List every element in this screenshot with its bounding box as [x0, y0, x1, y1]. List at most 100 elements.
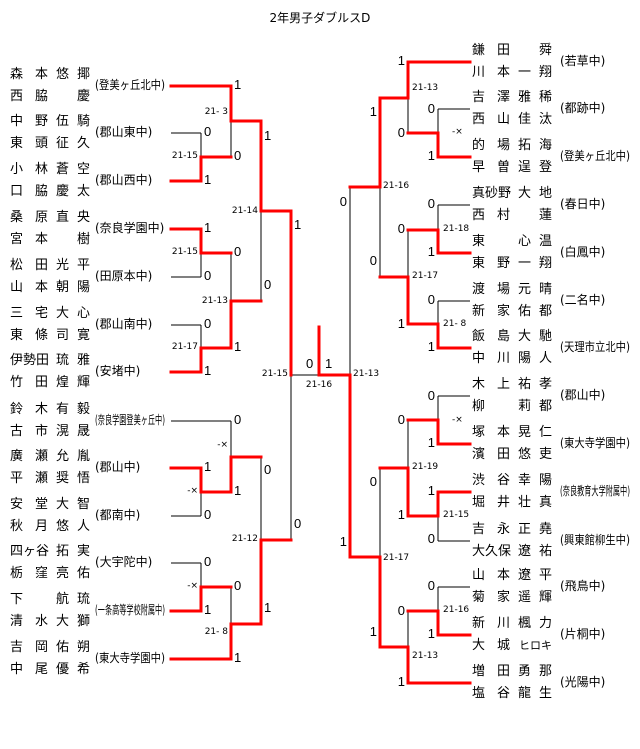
player-name: 山本遼平: [472, 565, 552, 587]
school-name: (郡山南中): [95, 317, 153, 331]
given-name: 拓海: [518, 138, 552, 153]
given-name: 有毅: [56, 402, 90, 417]
player-name: 大久保遼祐: [472, 541, 552, 563]
player-name: 真砂野大地: [472, 183, 552, 205]
player-name: 宮本 樹: [10, 229, 90, 251]
given-name: ヒロキ: [519, 639, 552, 652]
given-name: 朝陽: [56, 280, 90, 295]
match-point: 1: [397, 53, 405, 68]
match-point: 0: [427, 388, 435, 403]
given-name: 悠人: [56, 519, 90, 534]
school-name: (二名中): [560, 293, 606, 307]
player-name: 大城ヒロキ: [472, 635, 552, 657]
match-score: 21- 8: [443, 319, 467, 329]
family-name: 鈴木: [10, 402, 48, 417]
player-name: 塚本晃仁: [472, 422, 552, 444]
player-name: 吉永正堯: [472, 519, 552, 541]
team-entry: 森本悠揶西脇慶: [10, 64, 90, 108]
given-name: 大智: [56, 497, 90, 512]
given-name: 優希: [56, 662, 90, 677]
school-name: (興東館柳生中): [560, 533, 630, 547]
given-name: 蓮: [538, 208, 552, 223]
team-entry: 山本遼平菊家遥輝: [472, 565, 552, 609]
family-name: 西山: [472, 112, 510, 127]
player-name: 菊家遥輝: [472, 587, 552, 609]
given-name: 祐孝: [518, 377, 552, 392]
match-score: 21-15: [171, 247, 198, 257]
given-name: 雅稀: [518, 90, 552, 105]
school-name: (一条高等学校附属中): [95, 603, 165, 617]
match-point: 1: [397, 507, 405, 522]
given-name: 幸陽: [518, 473, 552, 488]
match-point: 1: [204, 602, 212, 617]
player-name: 柳莉都: [472, 396, 552, 418]
player-name: 小林蒼空: [10, 159, 90, 181]
school-name: (光陽中): [560, 675, 606, 689]
school-name: (都跡中): [560, 101, 606, 115]
given-name: 奨悟: [56, 471, 90, 486]
family-name: 大久保: [472, 544, 512, 559]
team-entry: 吉岡佑朔中尾優希: [10, 637, 90, 681]
match-point: 0: [234, 148, 242, 163]
family-name: 飯島: [472, 329, 510, 344]
match-point: 1: [369, 104, 377, 119]
match-point: 0: [427, 196, 435, 211]
match-point: 0: [369, 253, 377, 268]
match-score: 21-18: [443, 224, 470, 234]
player-name: 濱田悠吏: [472, 444, 552, 466]
given-name: 陽人: [518, 351, 552, 366]
match-point: 0: [397, 412, 405, 427]
family-name: 的場: [472, 138, 510, 153]
family-name: 古市: [10, 424, 48, 439]
team-entry: 吉澤雅稀西山佳汰: [472, 87, 552, 131]
family-name: 山本: [10, 280, 48, 295]
team-entry: 塚本晃仁濱田悠吏: [472, 422, 552, 466]
school-name: (安堵中): [95, 364, 141, 378]
player-name: 四ヶ谷拓実: [10, 541, 90, 563]
team-entry: 下航琉清水大獅: [10, 589, 90, 633]
match-score: -×: [452, 127, 463, 137]
given-name: 逞登: [518, 160, 552, 175]
family-name: 口脇: [10, 184, 48, 199]
match-point: 0: [427, 578, 435, 593]
family-name: 堀井: [472, 495, 510, 510]
school-name: (奈良学園登美ヶ丘中): [95, 413, 165, 427]
match-score: -×: [187, 581, 198, 591]
given-name: 舜: [538, 43, 552, 58]
match-point: 1: [234, 483, 242, 498]
match-point: 1: [427, 435, 435, 450]
match-point: 1: [294, 217, 302, 232]
player-name: 吉岡佑朔: [10, 637, 90, 659]
family-name: 廣瀬: [10, 449, 48, 464]
team-entry: 安堂大智秋月悠人: [10, 494, 90, 538]
given-name: 直央: [56, 210, 90, 225]
team-entry: 木上祐孝柳莉都: [472, 374, 552, 418]
family-name: 中尾: [10, 662, 48, 677]
family-name: 川本: [472, 65, 510, 80]
bracket-title: 2年男子ダブルスD: [269, 11, 371, 25]
given-name: 晃仁: [518, 425, 552, 440]
given-name: 樹: [76, 232, 90, 247]
family-name: 宮本: [10, 232, 48, 247]
school-name: (登美ヶ丘北中): [95, 78, 165, 92]
team-entry: 四ヶ谷拓実栃窪亮佑: [10, 541, 90, 585]
given-name: 大馳: [518, 329, 552, 344]
family-name: 桑原: [10, 210, 48, 225]
family-name: 西村: [472, 208, 510, 223]
match-score: 21-16: [383, 181, 410, 191]
player-name: 三宅大心: [10, 303, 90, 325]
family-name: 東野: [472, 256, 510, 271]
team-entry: 鎌田舜川本一翔: [472, 40, 552, 84]
player-name: 東頭征久: [10, 133, 90, 155]
team-entry: 中野伍騎東頭征久: [10, 111, 90, 155]
family-name: 栃窪: [10, 566, 48, 581]
given-name: 遼祐: [518, 544, 552, 559]
match-point: 0: [306, 356, 314, 371]
player-name: 秋月悠人: [10, 516, 90, 538]
match-point: 0: [204, 268, 212, 283]
family-name: 吉澤: [472, 90, 510, 105]
match-point: 0: [204, 507, 212, 522]
given-name: 亮佑: [56, 566, 90, 581]
match-point: 1: [427, 244, 435, 259]
player-name: 塩谷龍生: [472, 683, 552, 705]
